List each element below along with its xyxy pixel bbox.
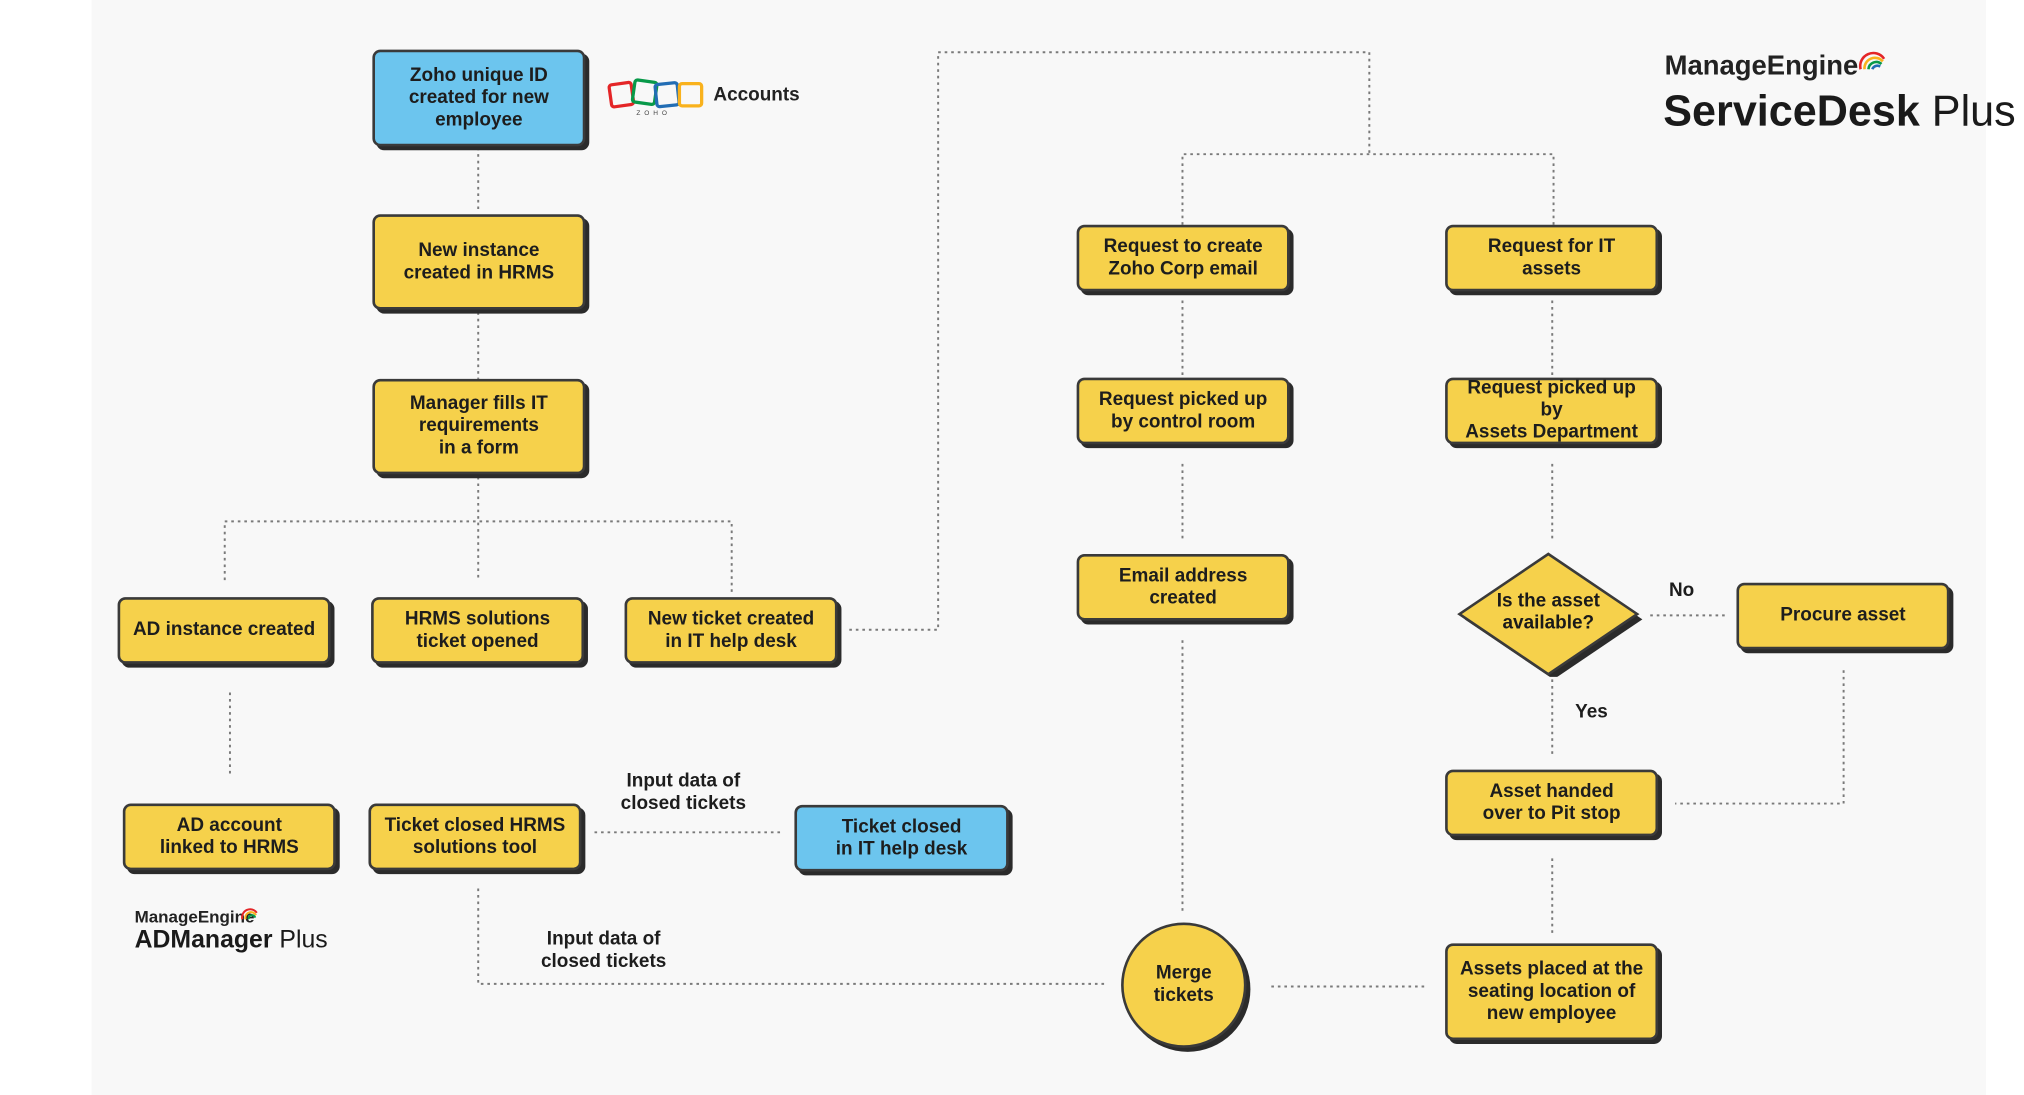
node-hrms-instance: New instance created in HRMS [372,214,586,310]
manageengine-arc-icon [1858,51,1886,70]
node-ticket-closed-hrms: Ticket closed HRMS solutions tool [368,803,582,871]
node-ad-linked: AD account linked to HRMS [122,803,336,871]
node-manager-form: Manager fills IT requirements in a form [372,378,586,475]
admanager-product-name: ADManager Plus [134,926,328,954]
edge-label-input-data-2: Input data of closed tickets [540,928,667,973]
node-new-ticket: New ticket created in IT help desk [624,597,838,664]
zoho-accounts-label: Accounts [713,84,800,106]
servicedesk-product-name: ServiceDesk Plus [1663,86,2016,135]
node-hrms-ticket-opened: HRMS solutions ticket opened [371,597,585,664]
manageengine-arc-icon-small [241,908,258,920]
node-ad-instance: AD instance created [117,597,331,664]
diagram-background [91,0,1987,1095]
edge-label-input-data-1: Input data of closed tickets [620,770,747,815]
decision-asset-available: Is the asset available? [1456,551,1644,677]
node-zoho-unique-id: Zoho unique ID created for new employee [372,49,586,147]
node-request-assets: Request for IT assets [1445,224,1659,292]
node-email-created: Email address created [1076,553,1290,621]
node-procure-asset: Procure asset [1736,582,1950,650]
node-request-picked-assets: Request picked up by Assets Department [1445,377,1659,445]
decision-text: Is the asset available? [1496,590,1600,634]
manageengine-brand: ManageEngine [1664,50,1859,82]
zoho-wordmark: ZOHO [636,109,671,118]
node-assets-placed: Assets placed at the seating location of… [1445,943,1659,1041]
zoho-logo-icon [607,78,704,109]
node-merge-tickets: Merge tickets [1121,922,1247,1048]
node-request-email: Request to create Zoho Corp email [1076,224,1290,292]
node-asset-handed: Asset handed over to Pit stop [1445,769,1659,837]
edge-label-no: No [1668,580,1695,602]
node-request-picked-control: Request picked up by control room [1076,377,1290,445]
decision-diamond-shape [1457,552,1643,677]
manageengine-brand-small: ManageEngine [134,906,255,927]
node-ticket-closed-helpdesk: Ticket closed in IT help desk [794,804,1009,872]
edge-label-yes: Yes [1575,701,1608,723]
